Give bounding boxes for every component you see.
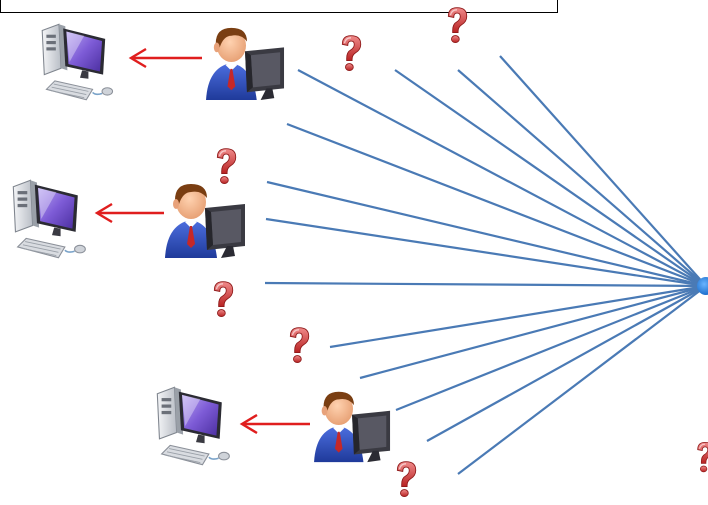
desktop-computer-icon	[12, 179, 87, 259]
connection-line	[264, 281, 707, 288]
user-at-workstation-icon	[206, 27, 285, 101]
red-left-arrow-icon	[94, 202, 164, 224]
red-left-arrow-icon	[239, 413, 310, 435]
question-mark-icon	[341, 34, 362, 72]
connection-line	[499, 55, 707, 287]
connection-line	[394, 69, 707, 287]
connection-line	[286, 122, 707, 288]
connection-line	[457, 69, 707, 287]
user-at-workstation-icon	[165, 184, 245, 258]
question-mark-icon	[697, 441, 708, 473]
connection-line	[297, 69, 707, 287]
question-mark-icon	[216, 147, 237, 185]
caption-box	[0, 0, 558, 13]
question-mark-icon	[396, 460, 417, 498]
connection-line	[359, 284, 707, 380]
connection-line	[266, 180, 707, 288]
connection-line	[426, 285, 707, 442]
question-mark-icon	[213, 280, 234, 318]
red-left-arrow-icon	[128, 47, 202, 69]
connection-line	[457, 285, 707, 475]
user-at-workstation-icon	[314, 391, 391, 463]
desktop-computer-icon	[41, 23, 114, 101]
connection-line	[265, 217, 707, 288]
desktop-computer-icon	[156, 386, 231, 466]
question-mark-icon	[447, 6, 468, 44]
question-mark-icon	[289, 326, 310, 364]
connection-line	[395, 284, 707, 412]
connection-lines	[264, 55, 707, 475]
hub-node-icon	[697, 277, 708, 295]
connection-line	[329, 284, 707, 349]
